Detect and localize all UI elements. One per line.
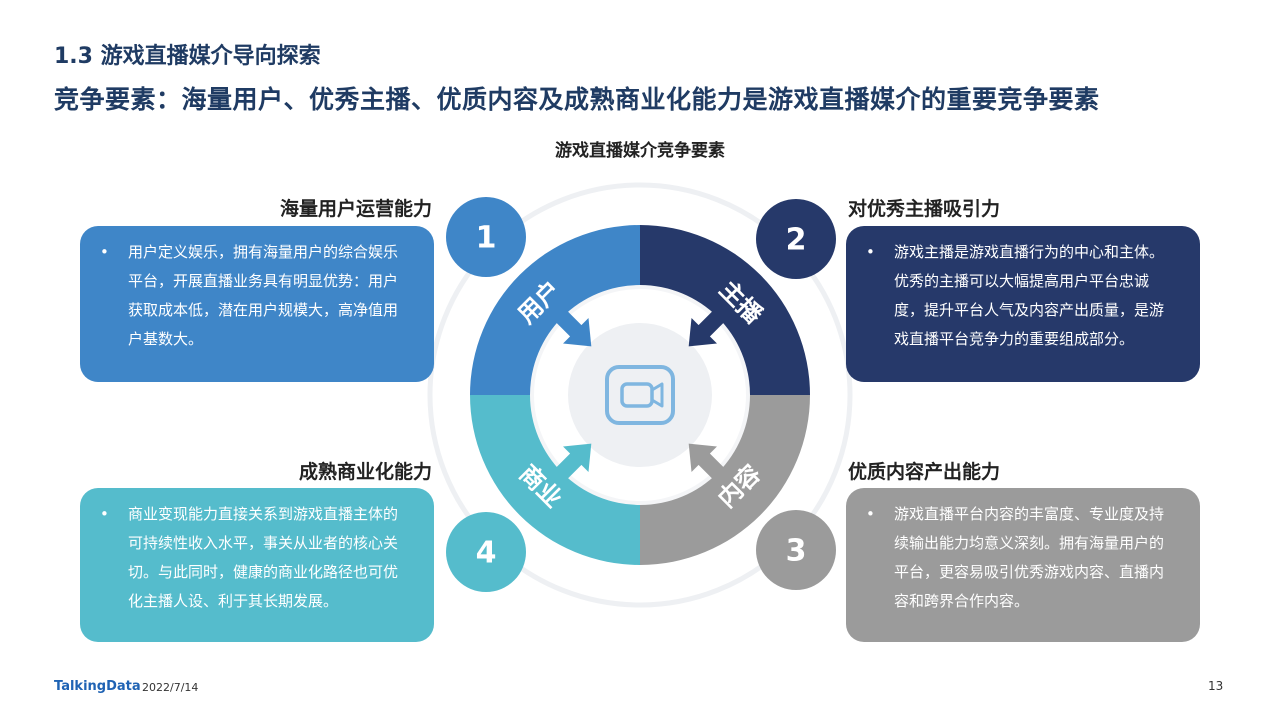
sector-streamers	[640, 225, 810, 395]
page-number: 13	[1208, 679, 1224, 693]
outer-ring	[427, 182, 853, 608]
bullet-icon: •	[866, 505, 875, 523]
footer-date: 2022/7/14	[142, 681, 199, 694]
quadrant-title-business: 成熟商业化能力	[298, 461, 432, 483]
sector-business	[470, 395, 640, 565]
arrow-users-icon	[550, 305, 592, 347]
number-1: 1	[476, 221, 497, 256]
sector-content	[640, 395, 810, 565]
number-3: 3	[786, 534, 807, 569]
number-2: 2	[786, 223, 807, 258]
description-users: 用户定义娱乐，拥有海量用户的综合娱乐平台，开展直播业务具有明显优势：用户获取成本…	[128, 243, 399, 348]
sector-users	[470, 225, 640, 395]
number-badge-3	[756, 510, 836, 590]
quadrant-title-content: 优质内容产出能力	[848, 461, 1001, 483]
number-4: 4	[476, 536, 497, 571]
center-disc	[568, 323, 712, 467]
description-streamers: 游戏主播是游戏直播行为的中心和主体。优秀的主播可以大幅提高用户平台忠诚度，提升平…	[894, 243, 1165, 348]
quadrant-title-users: 海量用户运营能力	[279, 198, 432, 220]
description-business: 商业变现能力直接关系到游戏直播主体的可持续性收入水平，事关从业者的核心关切。与此…	[128, 505, 399, 610]
description-box-users: • 用户定义娱乐，拥有海量用户的综合娱乐平台，开展直播业务具有明显优势：用户获取…	[80, 226, 434, 382]
description-content: 游戏直播平台内容的丰富度、专业度及持续输出能力均意义深刻。拥有海量用户的平台，更…	[894, 505, 1165, 610]
bullet-icon: •	[866, 243, 875, 261]
number-badge-1	[446, 197, 526, 277]
number-badge-4	[446, 512, 526, 592]
video-camera-icon	[605, 365, 675, 425]
quadrant-title-streamers: 对优秀主播吸引力	[848, 198, 1001, 220]
brand-logo: TalkingData	[54, 679, 141, 694]
description-box-content: • 游戏直播平台内容的丰富度、专业度及持续输出能力均意义深刻。拥有海量用户的平台…	[846, 488, 1200, 642]
page-headline: 竞争要素：海量用户、优秀主播、优质内容及成熟商业化能力是游戏直播媒介的重要竞争要…	[54, 85, 1100, 114]
diagram-title: 游戏直播媒介竞争要素	[555, 141, 725, 161]
arrow-streamers-icon	[688, 305, 730, 347]
number-badge-2	[756, 199, 836, 279]
bullet-icon: •	[100, 505, 109, 523]
section-title: 1.3 游戏直播媒介导向探索	[54, 44, 321, 69]
arrow-business-icon	[550, 443, 592, 485]
bullet-icon: •	[100, 243, 109, 261]
description-box-streamers: • 游戏主播是游戏直播行为的中心和主体。优秀的主播可以大幅提高用户平台忠诚度，提…	[846, 226, 1200, 382]
description-box-business: • 商业变现能力直接关系到游戏直播主体的可持续性收入水平，事关从业者的核心关切。…	[80, 488, 434, 642]
arrow-content-icon	[688, 443, 730, 485]
